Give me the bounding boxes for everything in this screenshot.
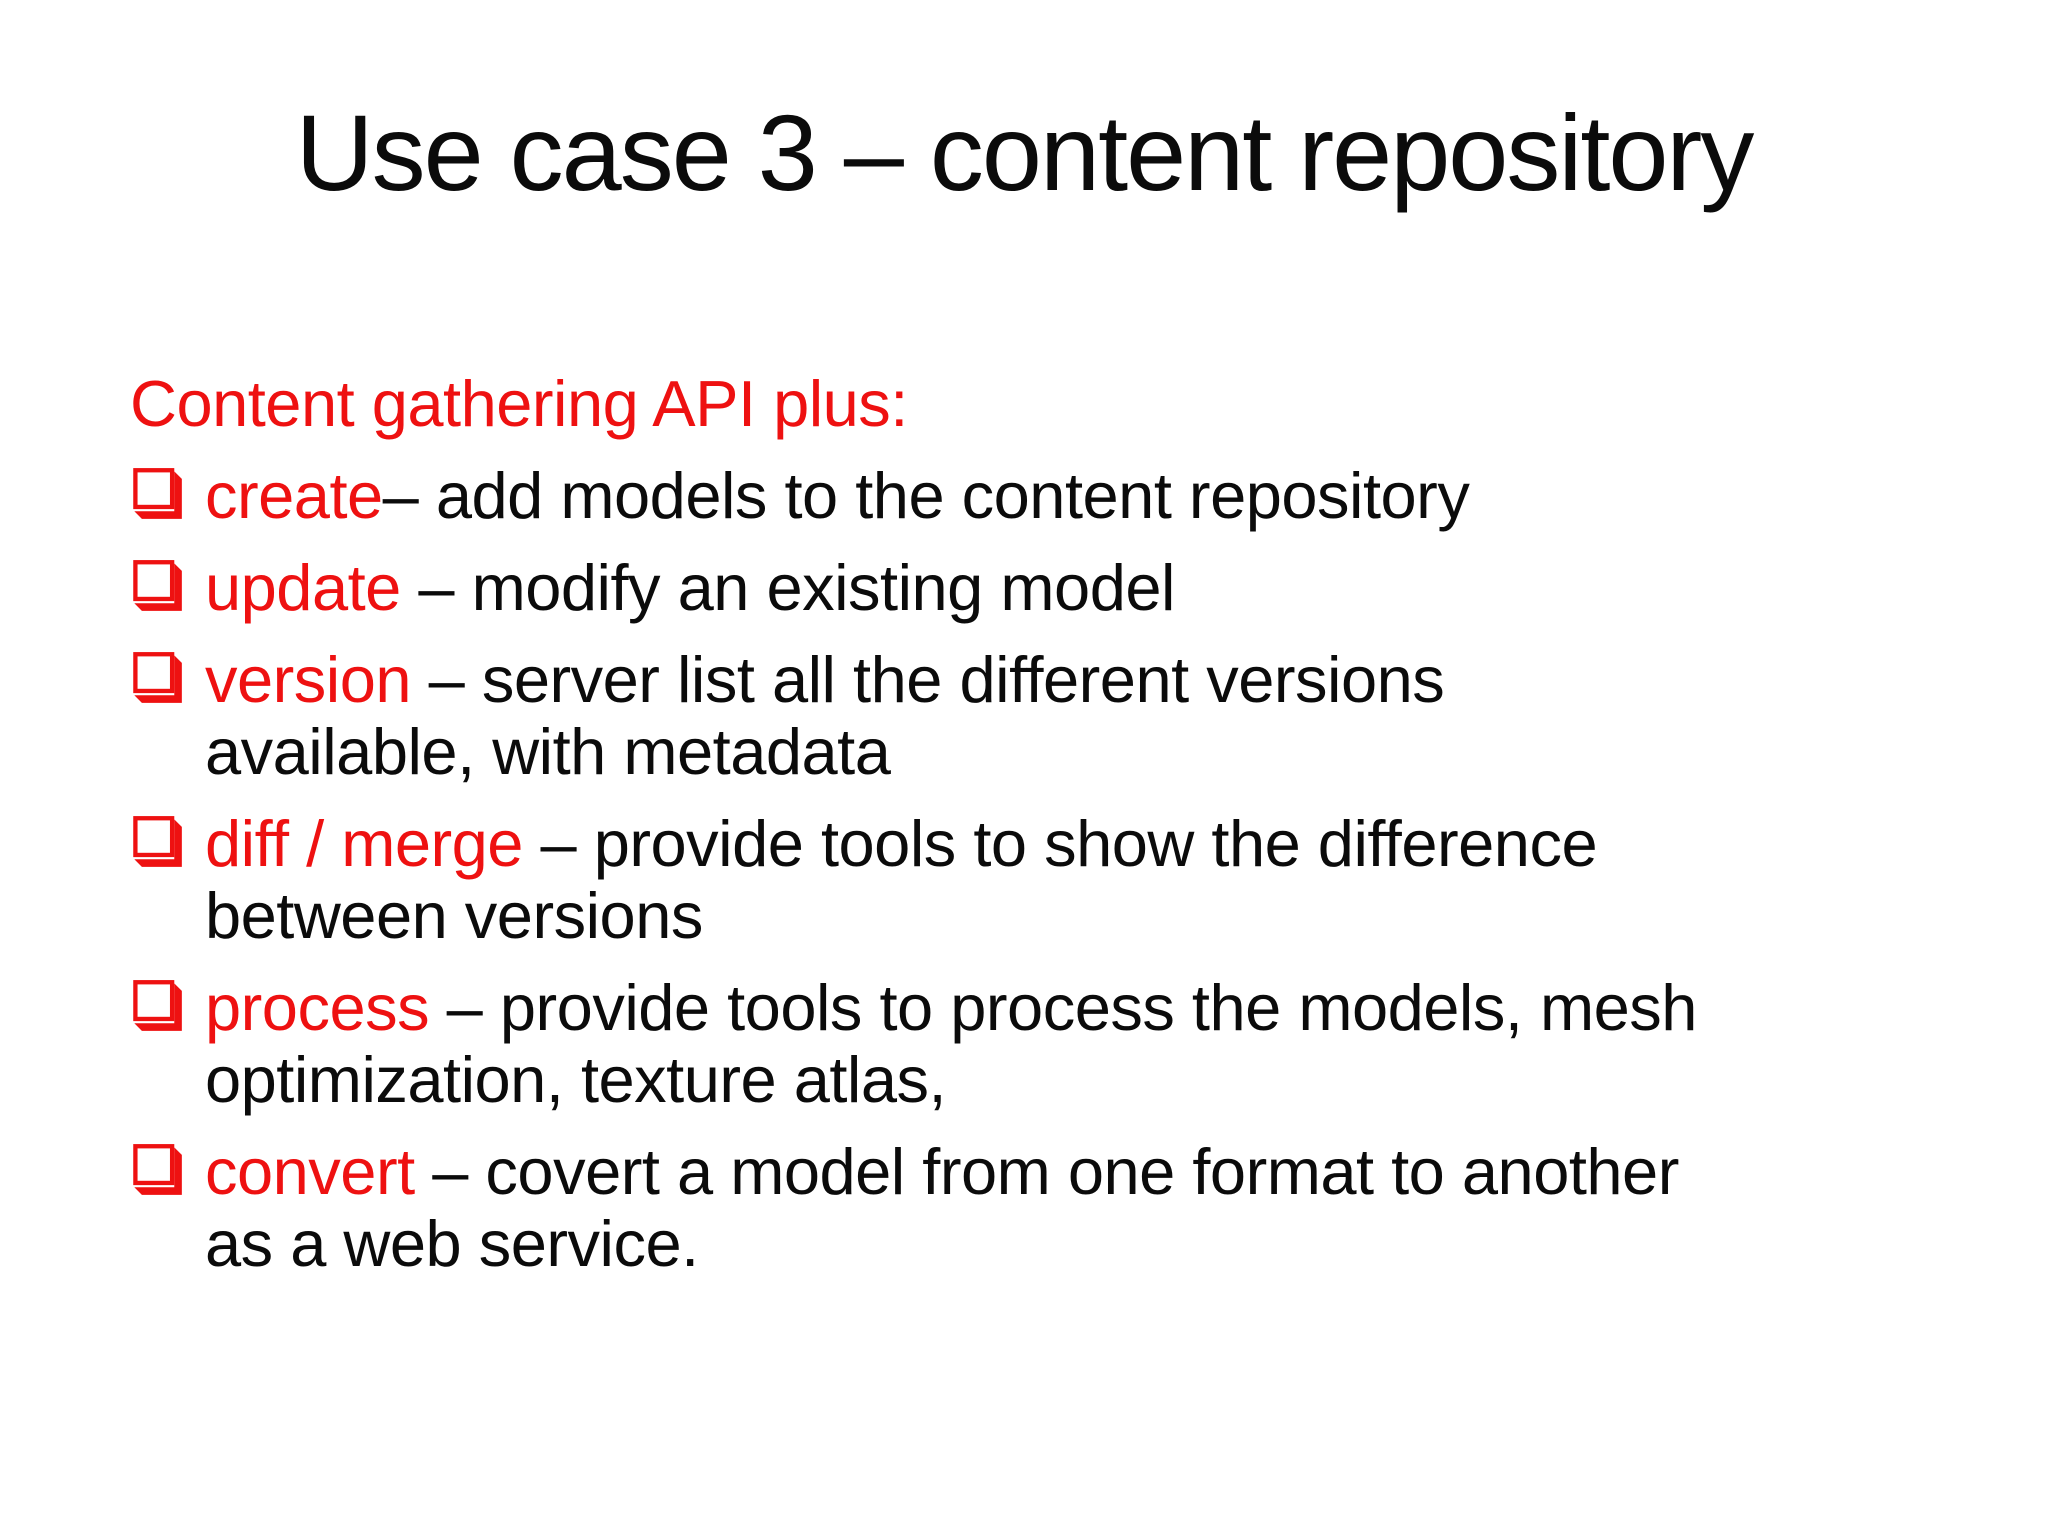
shadowed-square-checkbox-icon [130, 814, 184, 870]
bullet-text-line1: – modify an existing model [400, 551, 1175, 624]
shadowed-square-checkbox-icon [130, 466, 184, 522]
bullet-keyword: version [205, 643, 412, 716]
slide-body: Content gathering API plus: create– add … [130, 368, 1975, 1280]
bullet-item-create: create– add models to the content reposi… [130, 460, 1975, 532]
bullet-keyword: convert [205, 1135, 415, 1208]
bullet-text-line2: available, with metadata [205, 715, 891, 788]
shadowed-square-checkbox-icon [130, 1142, 184, 1198]
slide-title: Use case 3 – content repository [295, 92, 1755, 213]
bullet-list: create– add models to the content reposi… [130, 460, 1975, 1280]
bullet-text-line1: – provide tools to show the difference [522, 807, 1598, 880]
bullet-text-line2: between versions [205, 879, 703, 952]
bullet-text-line1: – covert a model from one format to anot… [414, 1135, 1679, 1208]
bullet-item-update: update – modify an existing model [130, 552, 1975, 624]
bullet-keyword: create [205, 459, 383, 532]
bullet-item-version: version – server list all the different … [130, 644, 1975, 788]
bullet-item-diff-merge: diff / merge – provide tools to show the… [130, 808, 1975, 952]
bullet-text-line1: – provide tools to process the models, m… [429, 971, 1698, 1044]
bullet-text-line2: as a web service. [205, 1207, 699, 1280]
bullet-keyword: update [205, 551, 401, 624]
shadowed-square-checkbox-icon [130, 558, 184, 614]
bullet-text-line2: optimization, texture atlas, [205, 1043, 947, 1116]
shadowed-square-checkbox-icon [130, 650, 184, 706]
bullet-keyword: diff / merge [205, 807, 523, 880]
bullet-text-line1: – add models to the content repository [382, 459, 1470, 532]
bullet-text-line1: – server list all the different versions [411, 643, 1445, 716]
intro-line: Content gathering API plus: [130, 367, 908, 440]
bullet-keyword: process [205, 971, 430, 1044]
bullet-item-process: process – provide tools to process the m… [130, 972, 1975, 1116]
bullet-item-convert: convert – covert a model from one format… [130, 1136, 1975, 1280]
shadowed-square-checkbox-icon [130, 978, 184, 1034]
